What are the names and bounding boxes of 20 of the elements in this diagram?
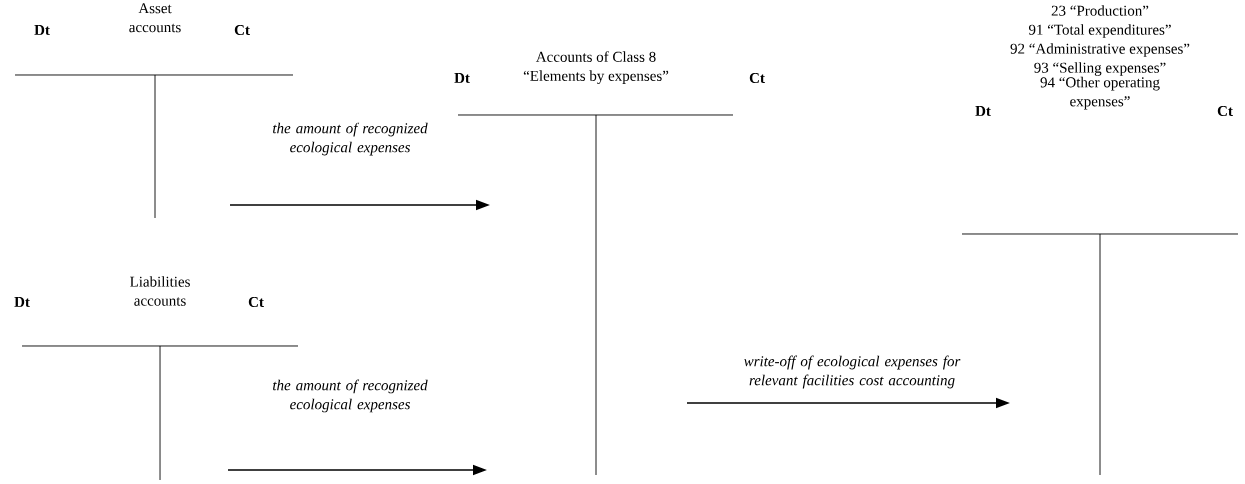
column-header: Ct xyxy=(749,72,765,84)
account-title: 23 “Production” 91 “Total expenditures” 92 “Administrative expenses” 93 “Selling expenses” 94 “Other operating expenses” xyxy=(1010,5,1190,110)
column-header: Ct xyxy=(1217,105,1233,117)
node-label: 91 “Total expenditures” xyxy=(1028,24,1171,38)
account-title: Liabilities accounts xyxy=(130,276,190,306)
column-header: Dt xyxy=(34,25,50,35)
account-title: Accounts of Class 8 “Elements by expenses” xyxy=(523,51,669,84)
edge-label: the amount of recognized ecological expenses xyxy=(273,122,428,156)
column-header: Dt xyxy=(975,106,991,116)
node-label: 92 “Administrative expenses” xyxy=(1010,43,1190,57)
node-label: 94 “Other operating expenses” xyxy=(1040,76,1160,110)
node-label: 93 “Selling expenses” xyxy=(1034,62,1166,76)
node-label: 23 “Production” xyxy=(1051,5,1149,16)
edge-label: the amount of recognized ecological expenses xyxy=(273,379,428,413)
column-header: Dt xyxy=(14,297,30,307)
edge-label: write-off of ecological expenses for relevant facilities cost accounting xyxy=(744,355,961,389)
column-header: Ct xyxy=(248,296,264,308)
column-header: Dt xyxy=(454,73,470,83)
column-header: Ct xyxy=(234,24,250,36)
account-title: Asset accounts xyxy=(129,3,181,33)
